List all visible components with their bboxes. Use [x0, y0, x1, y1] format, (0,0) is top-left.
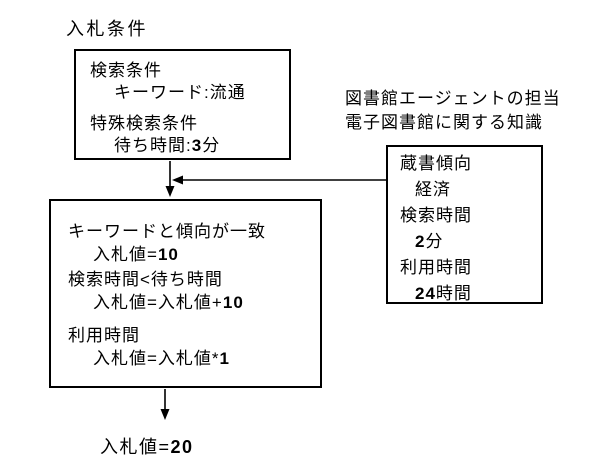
- keyword-match-rule: キーワードと傾向が一致: [68, 222, 266, 241]
- collection-tendency-heading: 蔵書傾向: [400, 154, 472, 173]
- keyword-match-bid: 入札値=10: [93, 245, 179, 264]
- arrowhead-down-icon: [160, 409, 170, 420]
- arrow-knowledge-to-calc: [172, 175, 386, 185]
- special-search-heading: 特殊検索条件: [90, 114, 198, 133]
- arrowhead-down-icon: [165, 186, 175, 197]
- bid-conditions-title: 入札条件: [66, 19, 148, 39]
- bid-calculation-box: キーワードと傾向が一致 入札値=10 検索時間<待ち時間 入札値=入札値+10 …: [49, 199, 322, 388]
- arrowhead-left-icon: [172, 175, 183, 185]
- keyword-line: キーワード:流通: [114, 83, 246, 102]
- usage-time-heading: 利用時間: [400, 258, 472, 277]
- bid-conditions-box: 検索条件 キーワード:流通 特殊検索条件 待ち時間:3分: [74, 49, 291, 160]
- usage-time-rule: 利用時間: [68, 326, 140, 345]
- search-time-rule: 検索時間<待ち時間: [68, 270, 223, 289]
- arrow-conditions-to-calc: [165, 161, 175, 197]
- collection-tendency-value: 経済: [415, 180, 451, 199]
- library-agent-knowledge-label: 図書館エージェントの担当 電子図書館に関する知識: [345, 87, 561, 135]
- search-conditions-heading: 検索条件: [90, 61, 162, 80]
- library-knowledge-box: 蔵書傾向 経済 検索時間 2分 利用時間 24時間: [386, 145, 543, 304]
- search-time-heading: 検索時間: [400, 206, 472, 225]
- search-time-value: 2分: [415, 232, 444, 251]
- wait-time-line: 待ち時間:3分: [114, 136, 221, 155]
- arrow-calc-to-result: [160, 389, 170, 420]
- search-time-bid: 入札値=入札値+10: [93, 293, 244, 312]
- final-bid-value-label: 入札値=20: [100, 437, 194, 457]
- usage-time-bid: 入札値=入札値*1: [93, 349, 231, 368]
- usage-time-value: 24時間: [415, 284, 472, 303]
- agent-role-label-line: 図書館エージェントの担当: [345, 89, 561, 108]
- agent-knowledge-label-line: 電子図書館に関する知識: [345, 113, 543, 132]
